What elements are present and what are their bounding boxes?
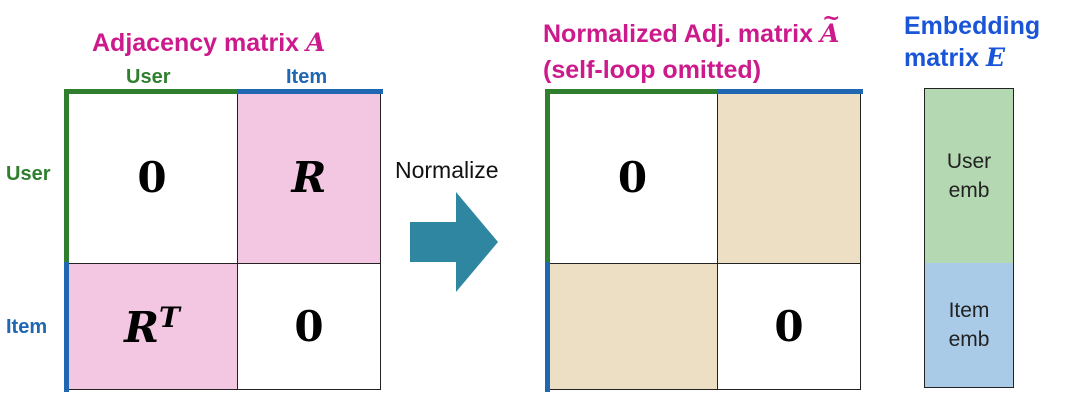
col-header-item: Item: [286, 66, 328, 88]
adj-cell-item-user: RT: [66, 263, 238, 390]
adj-item-top-bar: [237, 89, 383, 94]
adj-cell-user-item: R: [237, 91, 381, 264]
norm-user-side-bar: [545, 89, 550, 264]
normalized-title-letter: A: [819, 19, 840, 48]
item-emb-line2: emb: [948, 328, 990, 351]
adj-rt-symbol: RT: [124, 301, 180, 352]
adj-r-symbol: R: [291, 153, 327, 202]
adj-zero-top: 0: [137, 153, 167, 202]
user-emb-block: User emb: [924, 88, 1014, 263]
normalize-label: Normalize: [395, 157, 499, 183]
adj-cell-item-item: 0: [237, 263, 381, 390]
item-emb-label: Item emb: [949, 296, 990, 354]
item-emb-line1: Item: [948, 299, 990, 322]
adjacency-title-symbol: A: [306, 28, 326, 57]
item-emb-block: Item emb: [924, 263, 1014, 388]
norm-item-top-bar: [717, 89, 863, 94]
adjacency-matrix-title: Adjacency matrix A: [92, 28, 325, 58]
normalized-title-accent: ~: [821, 5, 841, 31]
embedding-title-symbol: E: [986, 43, 1006, 72]
user-emb-label: User emb: [947, 147, 991, 205]
norm-zero-bottom: 0: [774, 302, 804, 351]
normalized-title-symbol: ~A: [819, 5, 840, 49]
normalized-title-text: Normalized Adj. matrix: [543, 20, 813, 48]
norm-zero-top: 0: [617, 153, 648, 202]
embedding-matrix-title-line2: matrix E: [904, 43, 1005, 73]
arrow-shape: [410, 192, 498, 292]
normalize-arrow: [410, 192, 498, 292]
embedding-title-text: matrix: [904, 44, 980, 72]
col-header-user: User: [126, 66, 171, 88]
adj-user-top-bar: [64, 89, 239, 94]
adj-zero-bottom: 0: [294, 302, 324, 351]
norm-cell-item-user: [547, 263, 718, 390]
row-header-user: User: [6, 163, 51, 185]
adjacency-title-text: Adjacency matrix: [92, 29, 300, 57]
user-emb-line2: emb: [948, 179, 990, 202]
norm-cell-user-item: [717, 91, 861, 264]
norm-cell-user-user: 0: [547, 91, 718, 264]
user-emb-line1: User: [946, 150, 992, 173]
norm-cell-item-item: 0: [717, 263, 861, 390]
norm-item-side-bar: [545, 262, 550, 392]
adj-rt-sup: T: [159, 301, 180, 334]
row-header-item: Item: [6, 316, 48, 338]
adj-user-side-bar: [64, 89, 69, 264]
normalized-matrix-title: Normalized Adj. matrix ~A: [543, 5, 840, 49]
embedding-matrix-title: Embedding: [904, 12, 1041, 40]
norm-user-top-bar: [545, 89, 719, 94]
normalized-matrix-subtitle: (self-loop omitted): [543, 56, 762, 84]
adj-item-side-bar: [64, 262, 69, 392]
adj-cell-user-user: 0: [66, 91, 238, 264]
adj-rt-base: R: [124, 303, 160, 352]
